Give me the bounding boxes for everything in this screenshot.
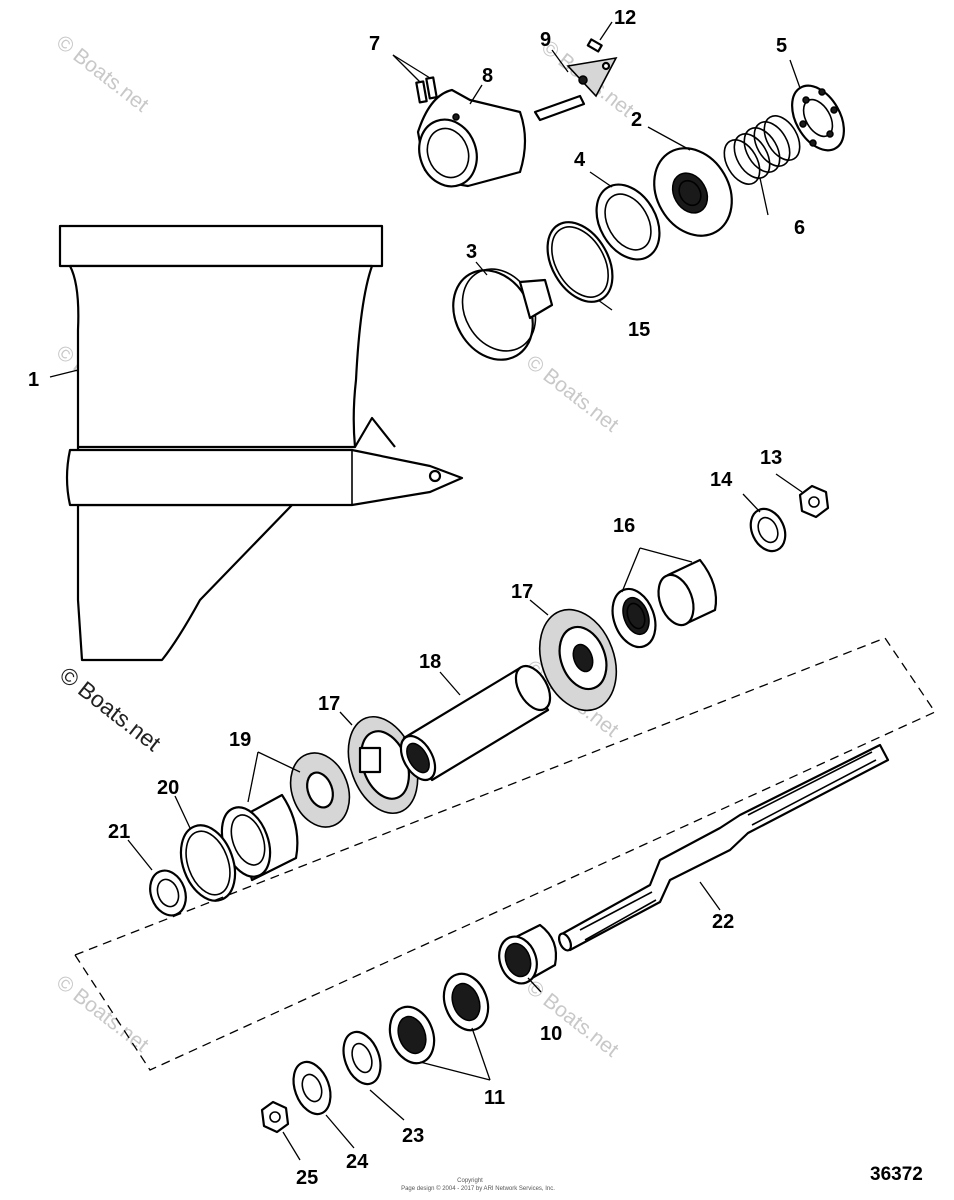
watermark-main: © Boats.net (55, 661, 166, 756)
part-24-washer (292, 1060, 332, 1116)
callout-18: 18 (419, 651, 441, 673)
part-21-seal (149, 869, 187, 917)
callout-21: 21 (108, 821, 130, 843)
callout-14: 14 (710, 469, 733, 491)
diagram-code: 36372 (870, 1164, 923, 1185)
part-19-bearing-cup (220, 752, 351, 882)
part-22-propeller-shaft (557, 743, 890, 952)
callout-12: 12 (614, 7, 636, 29)
part-9-bracket (533, 56, 618, 122)
part-3-retainer (452, 268, 554, 361)
callout-19: 19 (229, 729, 251, 751)
callout-9: 9 (540, 29, 551, 51)
watermark-bottom-left: © Boats.net (52, 971, 153, 1057)
part-17-gear-lower (347, 715, 419, 815)
callout-11: 11 (484, 1087, 505, 1109)
footer-page-design: Page design © 2004 - 2017 by ARI Network… (401, 1185, 555, 1192)
callout-8: 8 (482, 65, 493, 87)
watermark-top-left: © Boats.net (52, 31, 153, 117)
callout-22: 22 (712, 911, 734, 933)
part-23-tab-washer (342, 1030, 382, 1086)
part-13-nut (798, 484, 830, 519)
watermark-mid-center: © Boats.net (522, 351, 623, 437)
part-2-carrier-nut (653, 147, 733, 237)
part-16-bearing-cup (611, 558, 718, 649)
callout-15: 15 (628, 319, 650, 341)
callout-6: 6 (794, 217, 805, 239)
callout-4: 4 (574, 149, 586, 171)
callout-13: 13 (760, 447, 782, 469)
callout-20: 20 (157, 777, 179, 799)
callout-10: 10 (540, 1023, 562, 1045)
part-17-gear-upper (538, 608, 618, 712)
part-6-spring (723, 115, 801, 185)
part-18-spacer-tube (399, 664, 552, 782)
footer-copyright: Copyright (457, 1178, 483, 1184)
callout-2: 2 (631, 109, 642, 131)
part-4-washer (595, 183, 661, 261)
callout-numbers: 1 2 3 4 5 6 7 8 9 10 11 12 13 14 15 16 1… (28, 7, 805, 1189)
part-10-needle-bearing (498, 923, 558, 985)
callout-25: 25 (296, 1167, 318, 1189)
part-25-nut (260, 1100, 290, 1134)
leader-lines (49, 21, 803, 1161)
callout-17-upper: 17 (511, 581, 533, 603)
part-8-housing (416, 88, 527, 188)
callout-24: 24 (346, 1151, 369, 1173)
callout-23: 23 (402, 1125, 424, 1147)
part-12-set-screw (586, 38, 603, 53)
callout-1: 1 (28, 369, 39, 391)
callout-17-lower: 17 (318, 693, 340, 715)
callout-3: 3 (466, 241, 477, 263)
callout-7: 7 (369, 33, 380, 55)
callout-5: 5 (776, 35, 787, 57)
assembly-outline (74, 637, 936, 1071)
part-7-pins (415, 76, 438, 104)
callout-16: 16 (613, 515, 635, 537)
part-5-spring-plate (791, 84, 845, 152)
part-1-gear-housing (58, 224, 464, 662)
part-11-oil-seals (388, 972, 490, 1065)
part-14-washer (749, 507, 787, 553)
